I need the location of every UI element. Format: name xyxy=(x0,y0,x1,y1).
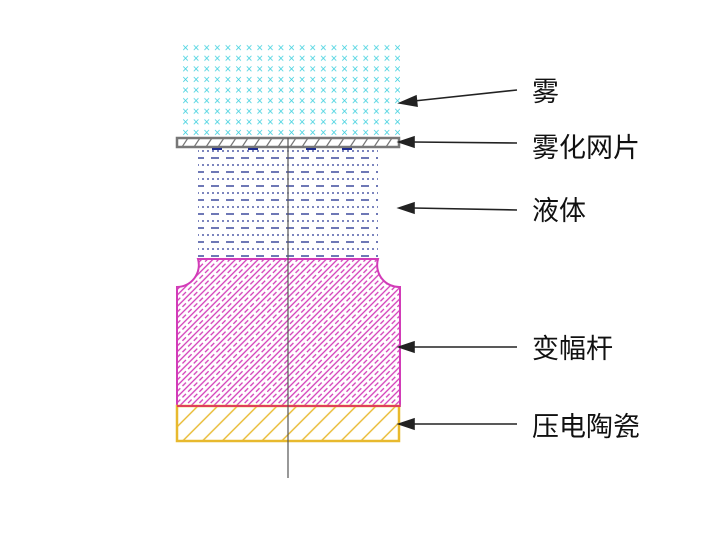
label-arrows xyxy=(396,89,518,431)
label-piezo-ceramic: 压电陶瓷 xyxy=(532,412,640,443)
mesh-hatch xyxy=(181,137,393,148)
label-liquid: 液体 xyxy=(532,196,586,227)
label-horn: 变幅杆 xyxy=(532,334,613,365)
arrow-mesh xyxy=(412,141,518,144)
label-mist: 雾 xyxy=(532,77,559,108)
arrow-mist xyxy=(413,89,518,102)
label-atomizing-mesh: 雾化网片 xyxy=(532,133,640,164)
mist-region xyxy=(178,43,400,138)
arrow-liquid xyxy=(412,207,518,211)
